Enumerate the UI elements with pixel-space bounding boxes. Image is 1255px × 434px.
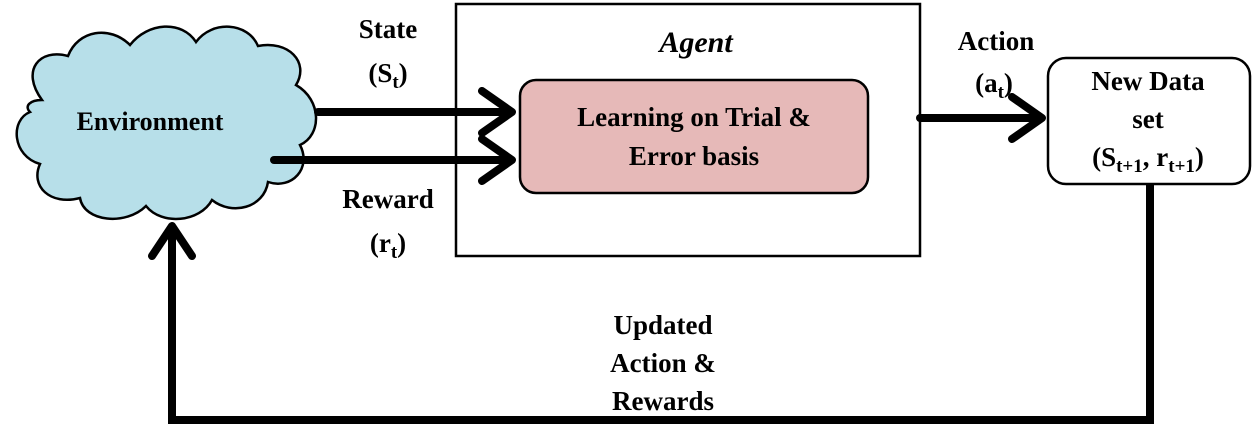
learning-label-line2: Error basis xyxy=(629,141,759,171)
action-symbol: (at) xyxy=(975,68,1013,103)
learning-label-line1: Learning on Trial & xyxy=(577,102,811,132)
feedback-line2: Action & xyxy=(610,348,716,378)
new-data-sub2: t+1 xyxy=(1168,156,1195,177)
action-close: ) xyxy=(1004,68,1013,98)
state-arrow xyxy=(314,87,516,137)
state-symbol: (St) xyxy=(368,58,407,93)
new-data-open: (S xyxy=(1092,142,1116,172)
new-data-line3: (St+1, rt+1) xyxy=(1092,142,1204,177)
reward-symbol: (rt) xyxy=(370,228,406,263)
reward-sub: t xyxy=(391,242,398,263)
learning-box xyxy=(518,78,870,195)
new-data-sub1: t+1 xyxy=(1116,156,1143,177)
state-close: ) xyxy=(399,58,408,88)
cloud-shape xyxy=(15,25,318,221)
reward-close: ) xyxy=(397,228,406,258)
state-open: (S xyxy=(368,58,392,88)
feedback-line1: Updated xyxy=(613,310,712,340)
new-data-mid: , r xyxy=(1143,142,1169,172)
new-data-line2: set xyxy=(1132,104,1163,134)
state-sub: t xyxy=(392,72,399,93)
new-data-line1: New Data xyxy=(1091,66,1205,96)
action-arrow xyxy=(916,93,1046,143)
feedback-line3: Rewards xyxy=(612,386,714,416)
environment-label: Environment xyxy=(77,107,224,136)
reward-label: Reward xyxy=(342,184,433,214)
reward-open: (r xyxy=(370,228,391,258)
reward-arrow xyxy=(270,135,516,185)
agent-title: Agent xyxy=(657,26,734,59)
action-label: Action xyxy=(958,26,1035,56)
environment-cloud: Environment xyxy=(15,25,318,221)
new-data-close: ) xyxy=(1195,142,1204,172)
state-label: State xyxy=(359,14,417,44)
action-sub: t xyxy=(998,82,1005,103)
feedback-loop-arrow xyxy=(148,184,1154,424)
action-open: (a xyxy=(975,68,998,98)
